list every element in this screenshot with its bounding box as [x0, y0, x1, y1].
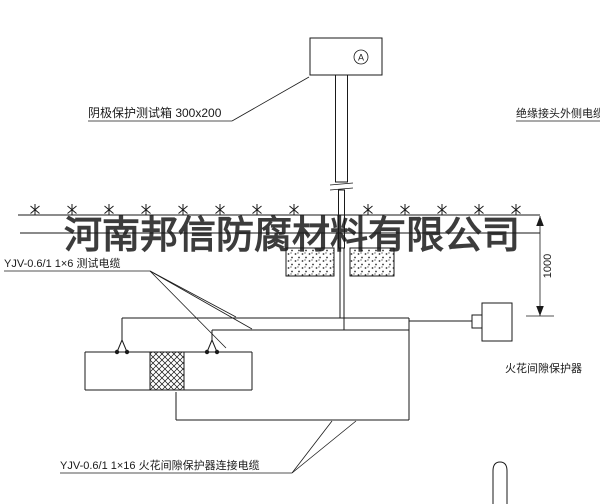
callout-test-box: 阴极保护测试箱 300x200: [88, 76, 310, 122]
watermark: 河南邦信防腐材料有限公司: [20, 212, 540, 257]
watermark-text: 河南邦信防腐材料有限公司: [64, 212, 520, 257]
protector-label: 火花间隙保护器: [505, 361, 582, 375]
cable-routing: [116, 248, 472, 421]
test-box-label: 阴极保护测试箱 300x200: [88, 105, 222, 120]
callout-insulating-joint-cable: 绝缘接头外侧电缆: [516, 106, 600, 122]
circle-a-icon: A: [353, 49, 369, 65]
meter-symbol-label: A: [358, 53, 364, 63]
conduit-upper: [335, 74, 348, 183]
foundation-block-right: [349, 247, 395, 277]
foundation-block-left: [285, 247, 335, 277]
conduit-lower: [338, 189, 345, 249]
spark-gap-protector: [471, 302, 513, 342]
inverted-u-anchor-icon: [492, 461, 508, 504]
dimension-1000-label: 1000: [542, 254, 554, 278]
dimension-1000: 1000: [526, 216, 554, 317]
protector-cable-label: YJV-0.6/1 1×16 火花间隙保护器连接电缆: [60, 458, 260, 472]
test-cable-label: YJV-0.6/1 1×6 测试电缆: [4, 257, 120, 270]
pipe-hatch-band: [149, 351, 185, 391]
pipeline: [84, 351, 253, 391]
callout-protector-cable: YJV-0.6/1 1×16 火花间隙保护器连接电缆: [60, 420, 357, 474]
conduit-break-icon: [329, 182, 354, 191]
callout-test-cable: YJV-0.6/1 1×6 测试电缆: [4, 257, 253, 349]
insulating-joint-cable-label: 绝缘接头外侧电缆: [516, 106, 600, 120]
test-box: [309, 37, 383, 76]
